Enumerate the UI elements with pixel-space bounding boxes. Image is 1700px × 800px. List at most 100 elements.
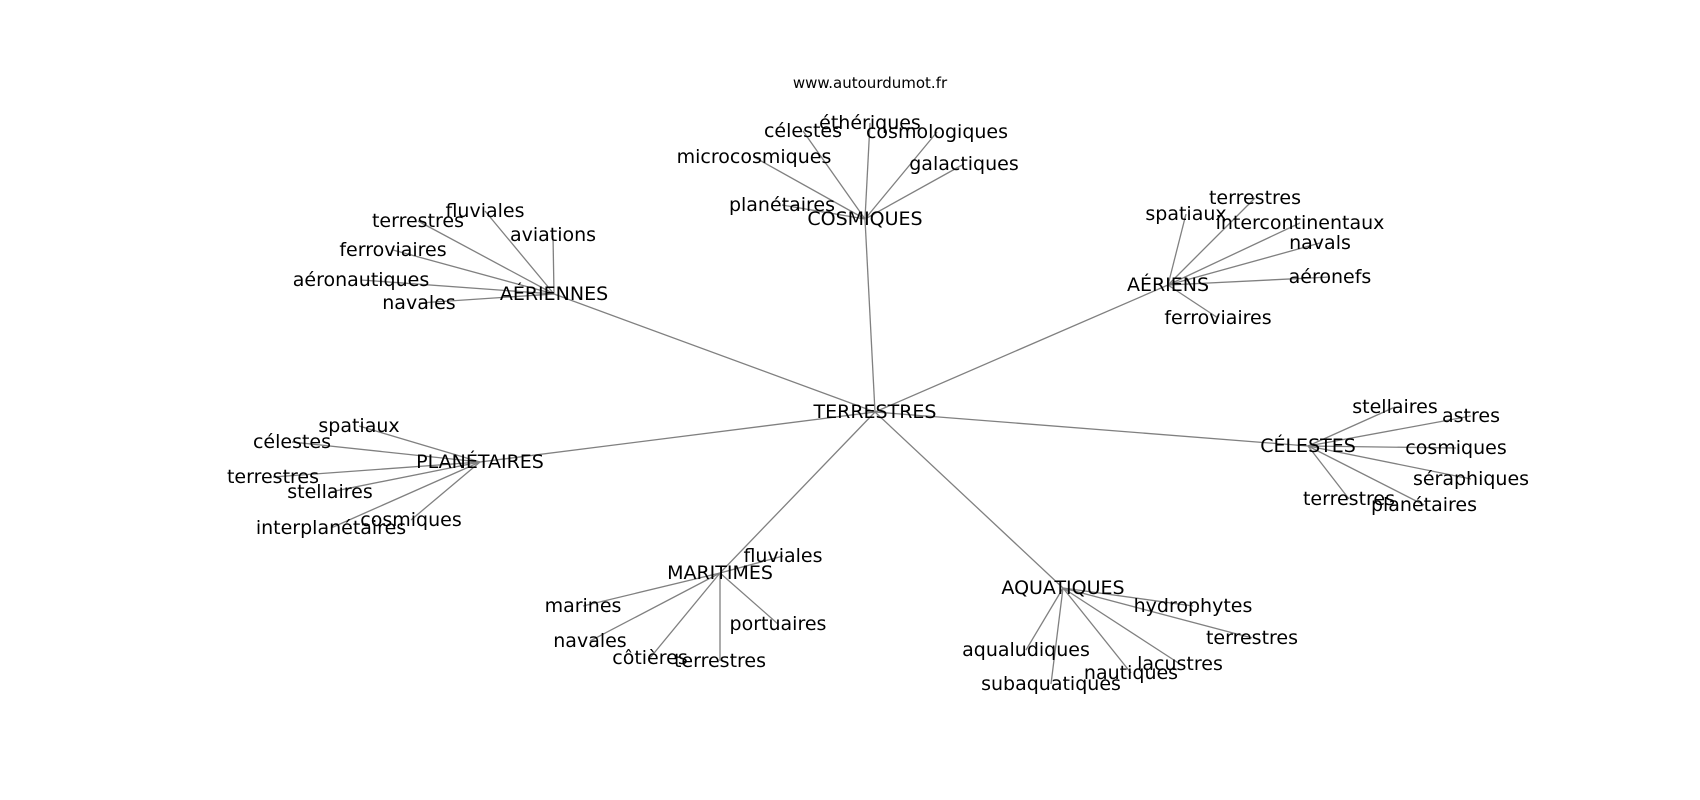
leaf-node-aeriens-terrestres: terrestres bbox=[1209, 187, 1301, 209]
edge-planetaires-spatiaux bbox=[358, 425, 481, 463]
leaf-node-maritimes-cotieres: côtières bbox=[612, 647, 687, 669]
leaf-node-planetaires-cosmiques: cosmiques bbox=[360, 509, 461, 531]
hub-node-cosmiques: COSMIQUES bbox=[807, 208, 922, 230]
edge-maritimes-marines bbox=[582, 572, 721, 607]
leaf-node-aeriennes-aviations: aviations bbox=[510, 224, 596, 246]
leaf-node-cosmiques-planetaires: planétaires bbox=[729, 194, 835, 216]
leaf-node-planetaires-terrestres: terrestres bbox=[227, 466, 319, 488]
leaf-node-aeriens-intercontinentaux: intercontinentaux bbox=[1216, 212, 1385, 234]
edge-maritimes-fluviales bbox=[719, 555, 784, 574]
leaf-node-celestes-cosmiques: cosmiques bbox=[1405, 437, 1506, 459]
hub-node-planetaires: PLANÉTAIRES bbox=[416, 450, 544, 473]
graph-labels: www.autourdumot.fr TERRESTRES COSMIQUES ét… bbox=[227, 74, 1529, 695]
edge-center-maritimes bbox=[719, 411, 876, 574]
edge-celestes-astres bbox=[1307, 415, 1472, 447]
leaf-node-aquatiques-hydrophytes: hydrophytes bbox=[1134, 595, 1253, 617]
leaf-node-celestes-astres: astres bbox=[1442, 405, 1500, 427]
edge-aeriens-spatiaux bbox=[1167, 213, 1187, 286]
hub-node-celestes: CÉLESTES bbox=[1260, 434, 1356, 457]
edge-planetaires-celestes bbox=[291, 441, 481, 463]
source-label: www.autourdumot.fr bbox=[793, 74, 948, 92]
leaf-node-aeriens-spatiaux: spatiaux bbox=[1145, 203, 1226, 225]
edge-aquatiques-aqualudiques bbox=[1025, 587, 1064, 651]
leaf-node-aeriennes-terrestres: terrestres bbox=[372, 210, 464, 232]
edge-center-celestes bbox=[874, 411, 1309, 447]
leaf-node-cosmiques-etheriques: éthériques bbox=[819, 112, 921, 134]
edge-planetaires-stellaires bbox=[329, 461, 481, 493]
edge-celestes-cosmiques bbox=[1307, 445, 1457, 449]
hub-node-aeriens: AÉRIENS bbox=[1127, 273, 1209, 296]
edge-maritimes-portuaires bbox=[719, 572, 779, 625]
leaf-node-cosmiques-galactiques: galactiques bbox=[909, 153, 1019, 175]
leaf-node-aquatiques-nautiques: nautiques bbox=[1084, 662, 1178, 684]
edge-cosmiques-etheriques bbox=[864, 122, 871, 220]
leaf-node-maritimes-navales: navales bbox=[553, 630, 626, 652]
edge-planetaires-cosmiques bbox=[410, 461, 481, 521]
leaf-node-planetaires-interplanetaires: interplanétaires bbox=[256, 517, 406, 539]
edge-center-planetaires bbox=[479, 411, 876, 463]
leaf-node-celestes-stellaires: stellaires bbox=[1352, 396, 1438, 418]
leaf-node-cosmiques-cosmologiques: cosmologiques bbox=[866, 121, 1008, 143]
hub-node-aeriennes: AÉRIENNES bbox=[500, 282, 608, 305]
edge-aquatiques-nautiques bbox=[1062, 587, 1132, 674]
edge-aeriennes-aeronautiques bbox=[360, 279, 555, 295]
leaf-node-planetaires-stellaires: stellaires bbox=[287, 481, 373, 503]
edge-center-aquatiques bbox=[874, 411, 1064, 589]
edge-aeriens-ferroviaires bbox=[1167, 284, 1219, 319]
edge-cosmiques-planetaires bbox=[781, 204, 866, 220]
edge-celestes-seraphiques bbox=[1307, 445, 1472, 480]
leaf-node-aeriens-navals: navals bbox=[1289, 232, 1351, 254]
leaf-node-aquatiques-aqualudiques: aqualudiques bbox=[962, 639, 1090, 661]
edge-cosmiques-cosmologiques bbox=[864, 131, 938, 220]
edge-maritimes-cotieres bbox=[649, 572, 721, 659]
graph-edges bbox=[272, 122, 1472, 685]
leaf-node-celestes-terrestres: terrestres bbox=[1303, 488, 1395, 510]
leaf-node-planetaires-spatiaux: spatiaux bbox=[318, 415, 399, 437]
edge-celestes-terrestres bbox=[1307, 445, 1350, 500]
leaf-node-aeriens-aeronefs: aéronefs bbox=[1289, 266, 1372, 288]
leaf-node-maritimes-fluviales: fluviales bbox=[743, 545, 822, 567]
edge-aeriens-terrestres bbox=[1167, 197, 1256, 286]
edge-center-aeriens bbox=[874, 284, 1169, 413]
edge-celestes-planetaires bbox=[1307, 445, 1425, 506]
leaf-node-celestes-seraphiques: séraphiques bbox=[1413, 468, 1529, 490]
edge-aquatiques-subaquatiques bbox=[1050, 587, 1064, 685]
edge-celestes-stellaires bbox=[1307, 406, 1396, 447]
edge-aeriens-intercontinentaux bbox=[1167, 222, 1301, 286]
edge-aeriennes-fluviales bbox=[484, 210, 555, 295]
leaf-node-maritimes-portuaires: portuaires bbox=[730, 613, 827, 635]
edge-aquatiques-hydrophytes bbox=[1062, 587, 1194, 607]
edge-center-cosmiques bbox=[864, 218, 876, 413]
leaf-node-cosmiques-celestes: célestes bbox=[764, 120, 842, 142]
leaf-node-aeriennes-fluviales: fluviales bbox=[445, 200, 524, 222]
leaf-node-maritimes-marines: marines bbox=[545, 595, 622, 617]
edge-aeriens-aeronefs bbox=[1167, 276, 1331, 286]
leaf-node-aeriens-ferroviaires: ferroviaires bbox=[1164, 307, 1271, 329]
edge-planetaires-interplanetaires bbox=[330, 461, 481, 529]
edge-aeriennes-aviations bbox=[552, 234, 555, 295]
leaf-node-cosmiques-microcosmiques: microcosmiques bbox=[677, 146, 832, 168]
edge-cosmiques-microcosmiques bbox=[753, 156, 866, 220]
center-node: TERRESTRES bbox=[813, 401, 937, 423]
edge-cosmiques-celestes bbox=[802, 130, 866, 220]
edge-aeriens-navals bbox=[1167, 242, 1321, 286]
leaf-node-aeriennes-aeronautiques: aéronautiques bbox=[293, 269, 430, 291]
edge-aeriennes-terrestres bbox=[417, 220, 555, 295]
leaf-node-aeriennes-ferroviaires: ferroviaires bbox=[339, 239, 446, 261]
leaf-node-aquatiques-subaquatiques: subaquatiques bbox=[981, 673, 1121, 695]
edge-aeriennes-ferroviaires bbox=[392, 249, 555, 295]
hub-node-aquatiques: AQUATIQUES bbox=[1001, 577, 1124, 599]
edge-cosmiques-galactiques bbox=[864, 163, 965, 220]
edge-aquatiques-lacustres bbox=[1062, 587, 1181, 665]
edge-aeriennes-navales bbox=[418, 293, 555, 304]
hub-node-maritimes: MARITIMES bbox=[667, 562, 773, 584]
leaf-node-aquatiques-lacustres: lacustres bbox=[1137, 653, 1223, 675]
edge-center-aeriennes bbox=[553, 293, 876, 413]
leaf-node-planetaires-celestes: célestes bbox=[253, 431, 331, 453]
edge-planetaires-terrestres bbox=[272, 461, 481, 478]
leaf-node-maritimes-terrestres: terrestres bbox=[674, 650, 766, 672]
leaf-node-aquatiques-terrestres: terrestres bbox=[1206, 627, 1298, 649]
leaf-node-aeriennes-navales: navales bbox=[382, 292, 455, 314]
edge-maritimes-navales bbox=[589, 572, 721, 642]
